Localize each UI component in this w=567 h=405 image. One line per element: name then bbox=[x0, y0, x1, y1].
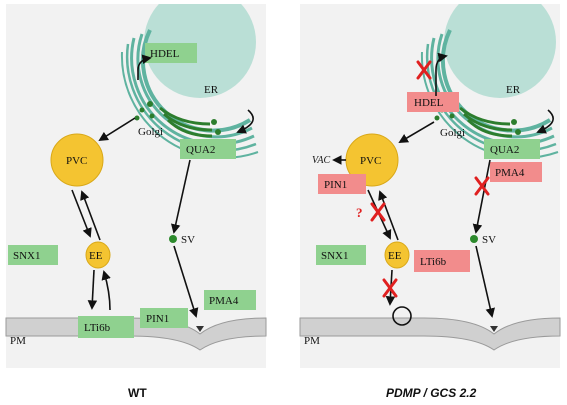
lti6b-box: LTi6b bbox=[78, 316, 134, 338]
trafficking-arrows bbox=[71, 54, 254, 318]
pin1-box: PIN1 bbox=[318, 174, 366, 194]
ee-label: EE bbox=[388, 250, 402, 262]
qua2-box: QUA2 bbox=[484, 139, 540, 159]
pma4-label: PMA4 bbox=[209, 295, 239, 307]
arrow-sv-to-pm bbox=[475, 245, 495, 318]
qua2-label: QUA2 bbox=[490, 144, 519, 156]
panel-treatment: ER Golgi PVC VAC EE SV PM HDEL QUA2 bbox=[299, 4, 561, 368]
exocytosis-marker bbox=[196, 326, 204, 332]
er-label: ER bbox=[506, 84, 521, 96]
hdel-box: HDEL bbox=[145, 43, 197, 63]
arrow-pm-to-ee bbox=[101, 270, 111, 311]
caption-wt: WT bbox=[128, 386, 147, 400]
pm-label: PM bbox=[304, 335, 320, 347]
qua2-box: QUA2 bbox=[180, 139, 236, 159]
hdel-label: HDEL bbox=[150, 48, 180, 60]
arrow-golgi-to-pvc bbox=[98, 117, 136, 142]
arrow-ee-to-pm bbox=[87, 269, 98, 310]
panel-wt: ER Golgi PVC EE SV PM HDEL bbox=[5, 4, 267, 368]
plasma-membrane bbox=[299, 317, 561, 351]
arrow-ee-to-pvc bbox=[80, 190, 101, 241]
pvc-compartment bbox=[50, 133, 104, 187]
ee-compartment bbox=[384, 241, 410, 269]
hdel-label: HDEL bbox=[414, 97, 444, 109]
pin1-box: PIN1 bbox=[140, 308, 188, 328]
pvc-label: PVC bbox=[360, 155, 381, 167]
lti6b-label: LTi6b bbox=[84, 322, 111, 334]
block-cross-sv bbox=[474, 176, 490, 196]
vac-label: VAC bbox=[312, 155, 330, 166]
arrow-er-to-golgi bbox=[536, 109, 554, 134]
sv-vesicle bbox=[169, 235, 177, 243]
lti6b-box: LTi6b bbox=[414, 250, 470, 272]
arrow-golgi-to-hdel bbox=[435, 52, 448, 96]
snx1-box: SNX1 bbox=[8, 245, 58, 265]
exocytosis-marker bbox=[490, 326, 498, 332]
arrow-golgi-to-sv bbox=[472, 159, 491, 234]
ee-compartment bbox=[85, 241, 111, 269]
pma4-box: PMA4 bbox=[490, 162, 542, 182]
snx1-label: SNX1 bbox=[13, 250, 41, 262]
er-label: ER bbox=[204, 84, 219, 96]
block-cross-hdel bbox=[416, 60, 432, 80]
sv-label: SV bbox=[181, 234, 195, 246]
golgi-label: Golgi bbox=[440, 127, 465, 139]
block-cross-pvc-ee bbox=[370, 202, 386, 222]
arrow-pvc-to-ee bbox=[71, 189, 92, 238]
pm-label: PM bbox=[10, 335, 26, 347]
lti6b-label: LTi6b bbox=[420, 256, 447, 268]
sv-vesicle bbox=[470, 235, 478, 243]
qua2-label: QUA2 bbox=[186, 144, 215, 156]
pma4-box: PMA4 bbox=[204, 290, 256, 310]
question-mark: ? bbox=[356, 205, 363, 220]
pin1-label: PIN1 bbox=[146, 313, 169, 325]
caption-treatment: PDMP / GCS 2.2 bbox=[386, 386, 477, 400]
endocytosis-loop bbox=[392, 306, 412, 326]
pma4-label: PMA4 bbox=[495, 167, 525, 179]
golgi-label: Golgi bbox=[138, 126, 163, 138]
block-crosses bbox=[370, 60, 490, 298]
arrow-ee-to-pvc bbox=[378, 190, 399, 241]
hdel-box: HDEL bbox=[407, 92, 459, 112]
pvc-label: PVC bbox=[66, 155, 87, 167]
arrow-er-to-golgi bbox=[236, 109, 254, 134]
ee-label: EE bbox=[89, 250, 103, 262]
arrow-golgi-to-pvc bbox=[398, 121, 435, 143]
golgi bbox=[134, 101, 221, 138]
snx1-box: SNX1 bbox=[316, 245, 366, 265]
arrow-golgi-to-hdel bbox=[137, 54, 152, 80]
arrow-golgi-to-sv bbox=[170, 159, 191, 234]
pin1-label: PIN1 bbox=[324, 179, 347, 191]
sv-label: SV bbox=[482, 234, 496, 246]
block-cross-ee-pm bbox=[382, 278, 398, 298]
arrow-sv-to-pm bbox=[173, 245, 199, 318]
snx1-label: SNX1 bbox=[321, 250, 349, 262]
